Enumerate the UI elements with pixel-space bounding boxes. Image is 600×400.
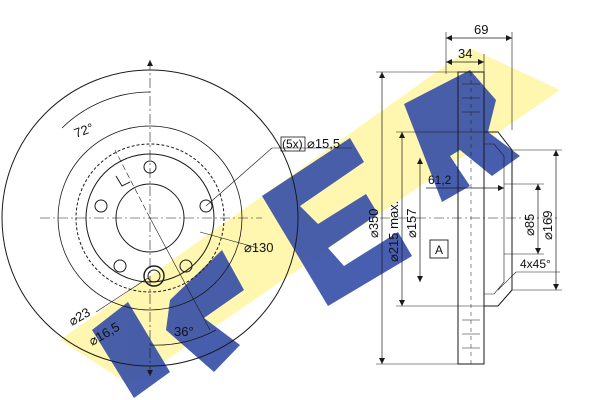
bolt-hole-4 (113, 259, 127, 273)
arrowheads (147, 35, 559, 376)
dia-85-label: ⌀85 (522, 214, 537, 236)
watermark (60, 48, 560, 398)
datum-box (429, 239, 449, 259)
hole-callout-leader (205, 147, 273, 207)
chamfer-label: 4x45° (520, 257, 551, 271)
bore-leader (95, 277, 149, 313)
angle-36-label: 36° (174, 324, 194, 339)
bolt-hole-2 (199, 199, 213, 213)
dia-157-label: ⌀157 (404, 208, 419, 238)
hole-diameter-label: ⌀15,5 (307, 136, 340, 151)
side-view (376, 32, 562, 365)
pcd-leader (199, 231, 259, 249)
hat-inner (484, 143, 505, 295)
locating-hole (143, 265, 165, 287)
pcd-label: ⌀130 (244, 240, 274, 255)
locating-hole-inner (147, 269, 161, 283)
bolt-hole-3 (179, 259, 193, 273)
l-mark (115, 175, 131, 187)
datum-label: A (435, 243, 443, 257)
watermark-letter-e (262, 138, 412, 306)
watermark-letter-r (404, 70, 520, 202)
dia-169-label: ⌀169 (540, 210, 555, 240)
holes-callout-box (280, 136, 306, 152)
dia-350-label: ⌀350 (366, 208, 381, 238)
radial-line-36 (149, 217, 211, 331)
vent-marks (462, 83, 480, 349)
radial-line-72 (114, 149, 151, 219)
chamfer-leader (497, 271, 517, 291)
bolt-hole-5 (94, 199, 108, 213)
hat-section (484, 131, 513, 307)
angle-36-arc (149, 329, 217, 346)
width-34-label: 34 (458, 46, 472, 61)
watermark-letters (92, 70, 520, 398)
angle-72-label: 72° (72, 120, 96, 141)
offset-61-label: 61,2 (428, 173, 452, 187)
angle-72-arc (61, 91, 151, 129)
dia-215-label: ⌀215 max. (386, 201, 401, 262)
width-69-label: 69 (474, 22, 488, 37)
holes-callout-label: (5x) (282, 137, 303, 151)
front-view (1, 60, 352, 376)
